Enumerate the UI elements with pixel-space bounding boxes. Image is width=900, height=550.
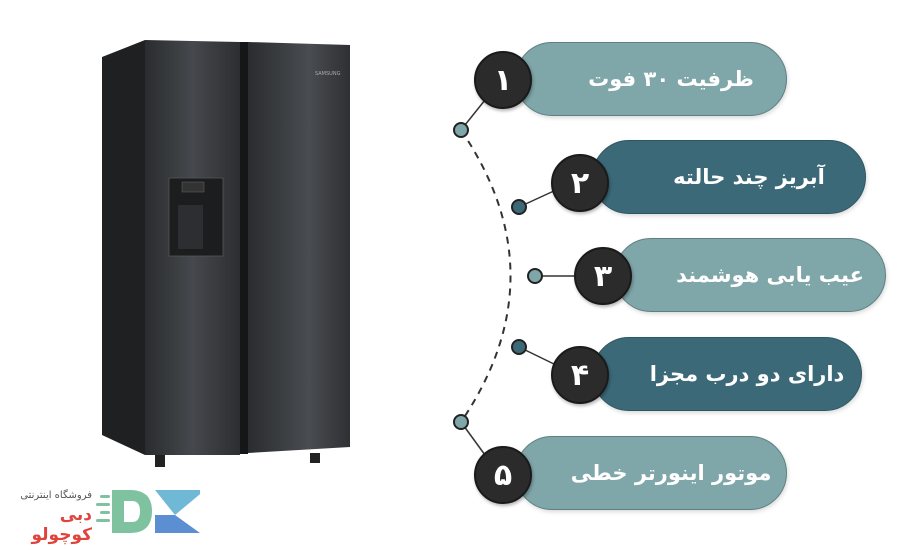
- feature-label: موتور اینورتر خطی: [570, 461, 772, 485]
- feature-label: دارای دو درب مجزا: [649, 362, 845, 386]
- feature-label: عیب یابی هوشمند: [676, 263, 864, 287]
- feature-pill-1: ظرفیت ۳۰ فوت: [515, 42, 787, 116]
- brand-label: SAMSUNG: [315, 71, 341, 77]
- dk-logo-icon: [96, 490, 200, 533]
- feature-number-badge-1: ۱: [474, 51, 532, 109]
- feature-number-badge-5: ۵: [474, 446, 532, 504]
- logo-subtitle: فروشگاه اینترنتی: [20, 490, 92, 501]
- feature-number-badge-4: ۴: [551, 346, 609, 404]
- feature-pill-4: دارای دو درب مجزا: [592, 337, 862, 411]
- feature-pill-2: آبریز چند حالته: [592, 140, 866, 214]
- feature-label: آبریز چند حالته: [673, 165, 825, 189]
- feature-pill-5: موتور اینورتر خطی: [515, 436, 787, 510]
- feature-number-badge-2: ۲: [551, 154, 609, 212]
- feature-pill-3: عیب یابی هوشمند: [614, 238, 886, 312]
- feature-number-badge-3: ۳: [574, 247, 632, 305]
- refrigerator-image: SAMSUNG: [102, 40, 350, 467]
- feature-label: ظرفیت ۳۰ فوت: [588, 67, 754, 91]
- logo-title: دبی کوچولو: [31, 505, 93, 545]
